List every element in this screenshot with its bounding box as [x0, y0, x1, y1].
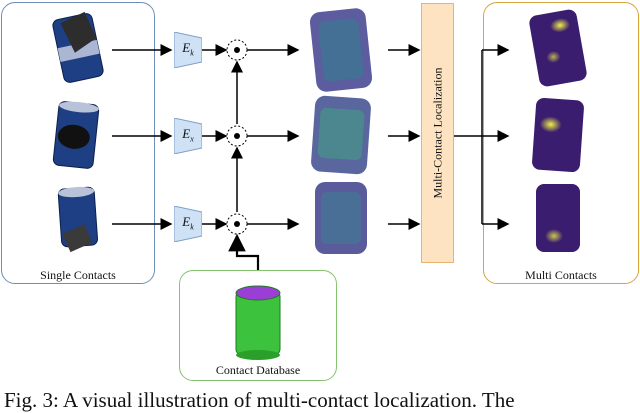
- encoder-block-3: Ek: [174, 206, 202, 242]
- single-contacts-label: Single Contacts: [40, 268, 116, 282]
- heatmap-single-3: [315, 182, 367, 254]
- multi-contacts-panel: [483, 2, 639, 284]
- heatmap-single-2: [311, 95, 371, 175]
- single-contacts-panel: [1, 2, 155, 284]
- localization-label: Multi-Contact Localization: [430, 67, 444, 199]
- heatmap-multi-1: [529, 9, 587, 87]
- dot-product-op-3: [226, 213, 248, 235]
- gripper-contact-1: [60, 11, 97, 53]
- contact-database-label: Contact Database: [215, 363, 301, 377]
- database-can: [235, 285, 281, 360]
- encoder-block-2: Ex: [174, 118, 202, 154]
- figure-caption: Fig. 3: A visual illustration of multi-c…: [4, 388, 515, 412]
- single-contact-can-2: [52, 101, 100, 169]
- heatmap-single-1: [309, 8, 373, 92]
- heatmap-multi-2: [532, 97, 584, 173]
- heatmap-multi-3: [536, 184, 580, 252]
- dot-product-op-2: [226, 125, 248, 147]
- encoder-block-1: Ek: [174, 32, 202, 68]
- gripper-contact-3: [62, 224, 93, 253]
- gripper-contact-2: [57, 124, 90, 149]
- dot-product-op-1: [226, 39, 248, 61]
- multi-contacts-label: Multi Contacts: [525, 268, 597, 282]
- single-contact-can-1: [52, 11, 104, 83]
- multi-contact-localization-module: Multi-Contact Localization: [421, 3, 454, 263]
- single-contact-can-3: [57, 186, 99, 253]
- contact-database-panel: [179, 270, 337, 381]
